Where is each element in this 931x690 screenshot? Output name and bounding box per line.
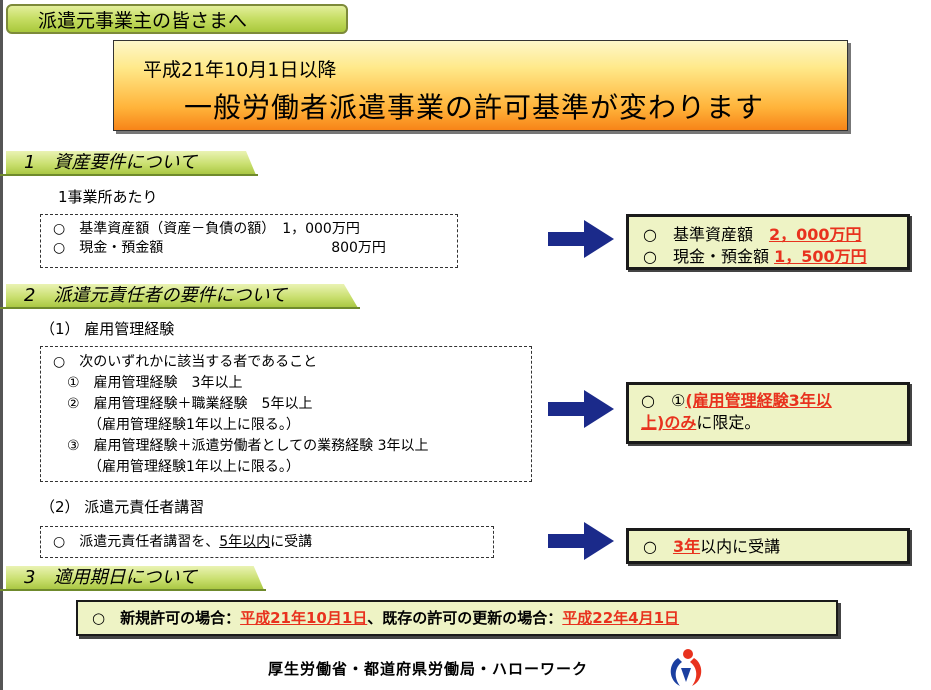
section1-new-requirements: ○ 基準資産額 2，000万円 ○ 現金・預金額 1，500万円	[626, 214, 910, 270]
old-condition-3-note: （雇用管理経験1年以上に限る。）	[53, 459, 300, 475]
section2-old-requirement-2: ○ 派遣元責任者講習を、5年以内に受講	[40, 526, 494, 558]
section2-header: 2 派遣元責任者の要件について	[6, 284, 358, 308]
section3-header: 3 適用期日について	[6, 566, 264, 590]
new-experience-highlight-cont: 上)のみ	[641, 413, 697, 432]
audience-tab: 派遣元事業主の皆さまへ	[6, 4, 348, 34]
section2-subtitle-2: （2） 派遣元責任者講習	[40, 498, 205, 516]
arrow-right-icon	[548, 522, 614, 560]
old-condition-1: ① 雇用管理経験 3年以上	[53, 375, 243, 391]
new-base-assets: ○ 基準資産額 2，000万円	[643, 225, 862, 244]
section1-divider	[0, 174, 258, 176]
arrow-right-icon	[548, 220, 614, 258]
arrow-right-icon	[548, 390, 614, 428]
new-base-assets-value: 2，000万円	[768, 225, 862, 244]
renewal-date: 平成22年4月1日	[562, 609, 680, 627]
old-condition-2: ② 雇用管理経験＋職業経験 5年以上	[53, 396, 313, 412]
page-title: 一般労働者派遣事業の許可基準が変わります	[184, 91, 765, 124]
section2-old-requirements-1: ○ 次のいずれかに該当する者であること ① 雇用管理経験 3年以上 ② 雇用管理…	[40, 346, 532, 482]
section1-header: 1 資産要件について	[6, 151, 256, 175]
old-base-assets: ○ 基準資産額（資産－負債の額） 1，000万円	[53, 221, 360, 237]
section1-subtitle: 1事業所あたり	[58, 188, 158, 206]
section1-old-requirements: ○ 基準資産額（資産－負債の額） 1，000万円 ○ 現金・預金額 800万円	[40, 214, 458, 268]
effective-dates-box: ○ 新規許可の場合：平成21年10月1日、既存の許可の更新の場合：平成22年4月…	[76, 600, 838, 636]
old-condition-intro: ○ 次のいずれかに該当する者であること	[53, 354, 318, 370]
effective-date-line: 平成21年10月1日以降	[143, 59, 337, 81]
section3-divider	[0, 589, 266, 591]
new-experience-highlight: (雇用管理経験3年以	[685, 391, 832, 410]
old-training-period: 5年以内	[219, 534, 271, 550]
old-cash-deposits: ○ 現金・預金額 800万円	[53, 240, 386, 256]
left-border-line	[0, 0, 3, 690]
title-banner: 平成21年10月1日以降 一般労働者派遣事業の許可基準が変わります	[113, 40, 848, 131]
old-condition-2-note: （雇用管理経験1年以上に限る。）	[53, 417, 300, 433]
new-cash-deposits: ○ 現金・預金額 1，500万円	[643, 247, 867, 266]
section2-subtitle-1: （1） 雇用管理経験	[40, 320, 175, 338]
mhlw-logo-icon	[670, 649, 702, 686]
section2-new-requirement-2: ○ 3年以内に受講	[626, 528, 910, 564]
new-training-period: 3年	[672, 537, 701, 556]
new-cash-deposits-value: 1，500万円	[774, 247, 867, 266]
section2-new-requirement-1: ○ ①(雇用管理経験3年以 上)のみに限定。	[626, 382, 910, 444]
new-permit-date: 平成21年10月1日	[240, 609, 368, 627]
section2-divider	[0, 307, 360, 309]
footer-organizations: 厚生労働省・都道府県労働局・ハローワーク	[268, 660, 589, 678]
old-condition-3: ③ 雇用管理経験＋派遣労働者としての業務経験 3年以上	[53, 438, 429, 454]
